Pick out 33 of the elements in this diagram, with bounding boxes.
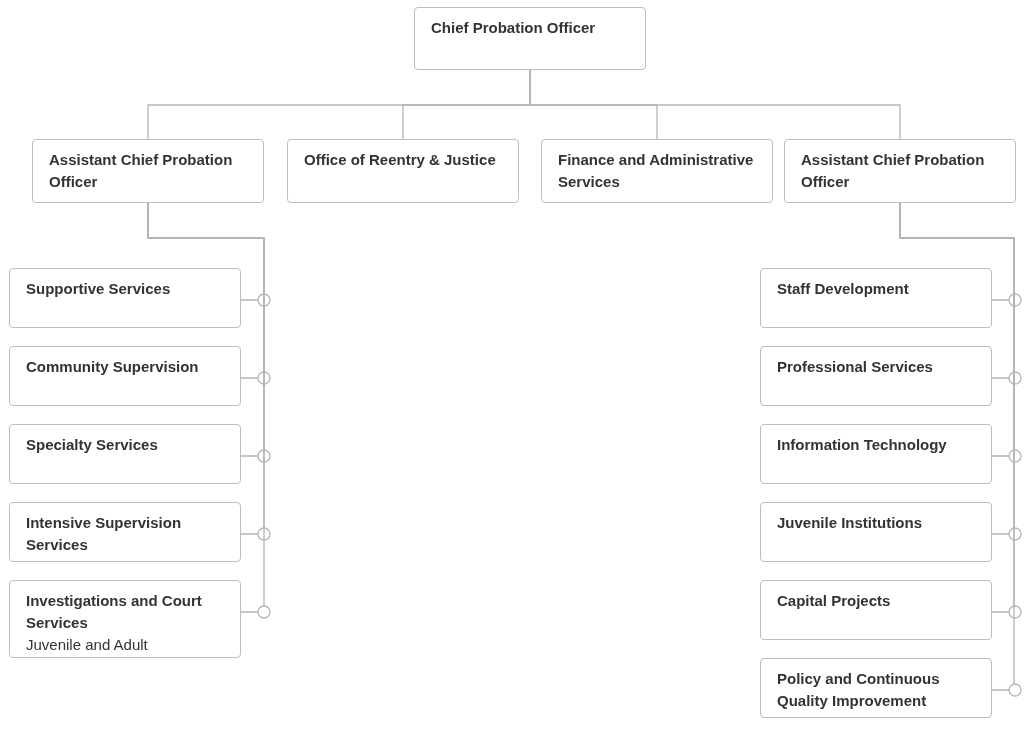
org-box [9, 580, 241, 658]
unit-title: Investigations and Court Services [26, 591, 203, 633]
unit-title: Finance and Administrative Services [558, 150, 755, 192]
org-box [9, 424, 241, 484]
unit-title: Information Technology [777, 435, 948, 455]
org-box [9, 502, 241, 562]
unit-title: Professional Services [777, 357, 934, 377]
org-box [760, 502, 992, 562]
org-box [760, 268, 992, 328]
org-box [414, 7, 646, 70]
org-box [541, 139, 773, 203]
org-box [760, 346, 992, 406]
unit-title: Assistant Chief Probation Officer [801, 150, 986, 192]
org-box [760, 658, 992, 718]
unit-title: Office of Reentry & Justice [304, 150, 497, 170]
org-box [9, 346, 241, 406]
org-box [9, 268, 241, 328]
unit-note: Juvenile and Adult [26, 635, 149, 655]
org-box [287, 139, 519, 203]
unit-title: Specialty Services [26, 435, 159, 455]
unit-title: Staff Development [777, 279, 910, 299]
unit-title: Community Supervision [26, 357, 200, 377]
unit-title: Capital Projects [777, 591, 892, 611]
unit-title: Supportive Services [26, 279, 172, 299]
org-box [760, 424, 992, 484]
unit-title: Policy and Continuous Quality Improvement [777, 669, 941, 711]
unit-title: Chief Probation Officer [431, 18, 597, 38]
org-box [784, 139, 1016, 203]
org-box [32, 139, 264, 203]
org-box [760, 580, 992, 640]
unit-title: Intensive Supervision Services [26, 513, 183, 555]
unit-title: Juvenile Institutions [777, 513, 924, 533]
unit-title: Assistant Chief Probation Officer [49, 150, 234, 192]
